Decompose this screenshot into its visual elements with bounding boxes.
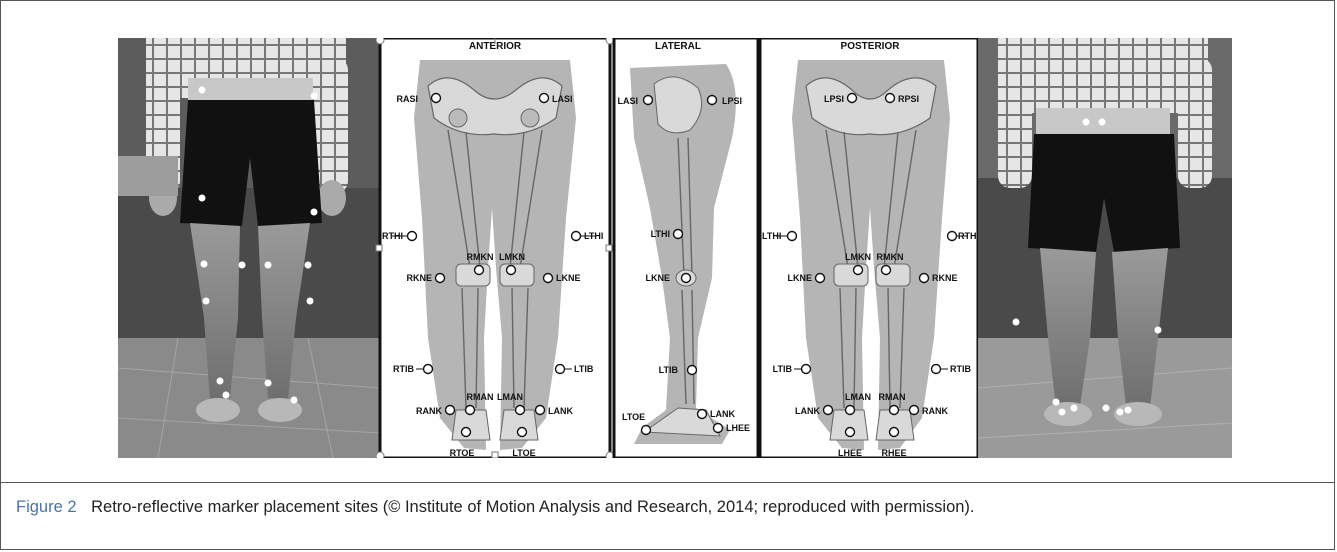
label-post-lank: LANK bbox=[795, 406, 820, 416]
label-post-rman: RMAN bbox=[879, 392, 906, 402]
label-post-lmkn: LMKN bbox=[845, 252, 871, 262]
label-lthi: LTHI bbox=[584, 231, 603, 241]
posterior-title: POSTERIOR bbox=[841, 41, 901, 52]
label-post-lkne: LKNE bbox=[788, 273, 813, 283]
label-post-lthi: LTHI bbox=[762, 231, 781, 241]
label-lat-lank: LANK bbox=[710, 409, 735, 419]
label-rkne: RKNE bbox=[406, 273, 432, 283]
figure-number: Figure 2 bbox=[16, 498, 77, 516]
label-lat-lthi: LTHI bbox=[651, 229, 670, 239]
label-rman: RMAN bbox=[467, 392, 494, 402]
label-lat-ltoe: LTOE bbox=[622, 412, 645, 422]
posterior-diagram: POSTERIOR LPSI RPSI LTHI RTH LMKN RMKN L… bbox=[760, 38, 978, 458]
label-post-rkne: RKNE bbox=[932, 273, 958, 283]
label-post-rank: RANK bbox=[922, 406, 948, 416]
posterior-photo bbox=[978, 38, 1232, 458]
anterior-diagram: ANTERIOR RASI LASI bbox=[376, 38, 614, 458]
label-post-rtib: RTIB bbox=[950, 364, 971, 374]
label-post-rmkn: RMKN bbox=[877, 252, 904, 262]
label-rasi: RASI bbox=[396, 94, 418, 104]
label-post-ltib: LTIB bbox=[773, 364, 793, 374]
caption-divider bbox=[0, 482, 1335, 483]
anterior-photo bbox=[118, 38, 380, 458]
label-lmkn: LMKN bbox=[499, 252, 525, 262]
label-rtoe: RTOE bbox=[450, 448, 475, 458]
label-lat-lhee: LHEE bbox=[726, 423, 750, 433]
label-post-rpsi: RPSI bbox=[898, 94, 919, 104]
label-lasi: LASI bbox=[552, 94, 573, 104]
label-post-lman: LMAN bbox=[845, 392, 871, 402]
label-post-rthi: RTH bbox=[958, 231, 977, 241]
caption-text: Retro-reflective marker placement sites … bbox=[91, 498, 974, 516]
label-lman: LMAN bbox=[497, 392, 523, 402]
lateral-title: LATERAL bbox=[655, 41, 701, 52]
label-lat-lpsi: LPSI bbox=[722, 96, 742, 106]
label-rmkn: RMKN bbox=[467, 252, 494, 262]
label-lat-lasi: LASI bbox=[617, 96, 638, 106]
label-lat-lkne: LKNE bbox=[646, 273, 671, 283]
label-rthi: RTHI bbox=[382, 231, 403, 241]
label-post-lhee: LHEE bbox=[838, 448, 862, 458]
label-post-rhee: RHEE bbox=[881, 448, 906, 458]
lateral-diagram: LATERAL LASI LPSI LTHI LKNE LTIB LTOE LA… bbox=[614, 38, 758, 458]
label-lkne: LKNE bbox=[556, 273, 581, 283]
label-ltib: LTIB bbox=[574, 364, 594, 374]
label-rtib: RTIB bbox=[393, 364, 414, 374]
label-post-lpsi: LPSI bbox=[824, 94, 844, 104]
label-ltoe: LTOE bbox=[512, 448, 535, 458]
label-lank: LANK bbox=[548, 406, 573, 416]
label-rank: RANK bbox=[416, 406, 442, 416]
figure-caption: Figure 2 Retro-reflective marker placeme… bbox=[16, 498, 975, 517]
marker-placement-figure: ANTERIOR RASI LASI bbox=[118, 38, 1232, 458]
label-lat-ltib: LTIB bbox=[659, 365, 679, 375]
